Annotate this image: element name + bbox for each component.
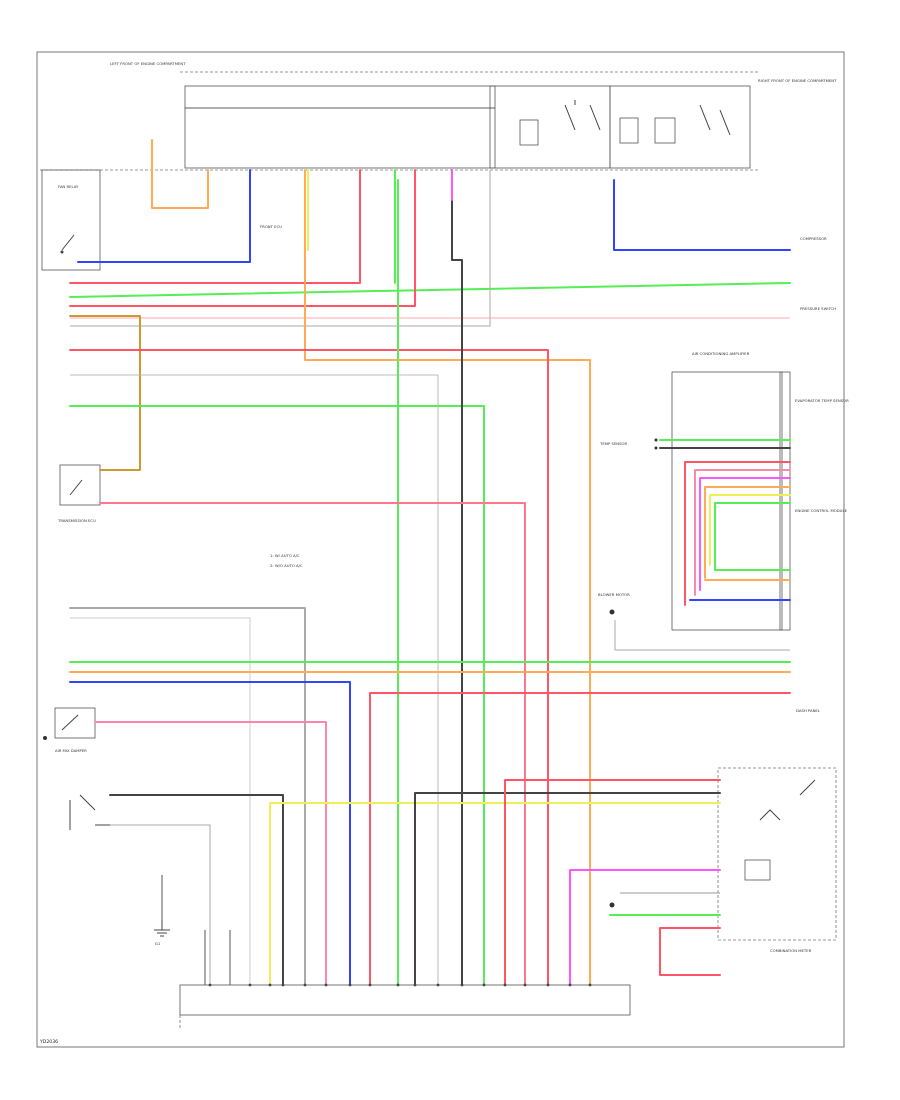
wire-right-gray [614, 620, 790, 651]
label-front-ecu: FRONT ECU [260, 224, 282, 229]
label-compressor: COMPRESSOR [800, 236, 827, 241]
right-connector-markers [43, 438, 658, 908]
wire-red-4 [99, 502, 526, 986]
wire-right-green2 [714, 502, 791, 571]
label-fan-relay: FAN RELAY [58, 184, 79, 189]
wire-orange-top [151, 139, 209, 209]
label-b-noauto: 2: W/O AUTO A/C [270, 563, 303, 568]
air-mix-switch [54, 707, 96, 739]
label-transmission: TRANSMISSION ECU [57, 518, 96, 523]
label-right-front: RIGHT FRONT OF ENGINE COMPARTMENT [758, 78, 837, 83]
label-dash-panel: DASH PANEL [796, 708, 821, 713]
wire-red-loop [659, 927, 721, 976]
wire-olive [69, 315, 141, 471]
right-module-ac-amp [671, 371, 791, 631]
connector-dots [208, 983, 592, 987]
wire-yellow-long [269, 802, 721, 986]
wire-dark-pressure [109, 794, 284, 986]
label-engine-ecm: ENGINE CONTROL MODULE [795, 508, 848, 513]
label-ground: G1 [155, 941, 161, 946]
wire-red-1 [69, 169, 361, 284]
label-evap-sensor: EVAPORATOR TEMP SENSOR [795, 398, 849, 403]
bottom-connector-block [179, 984, 631, 1030]
label-blower: BLOWER MOTOR [598, 592, 630, 597]
label-air-mix: AIR MIX DAMPER [55, 748, 87, 753]
wire-gray-2 [70, 374, 439, 985]
wire-blue-top [77, 169, 251, 263]
wire-mid-gray2 [70, 617, 251, 985]
wire-red-3 [69, 349, 549, 986]
label-ac-amp: AIR CONDITIONING AMPLIFIER [692, 351, 750, 356]
wire-right-yellow [709, 494, 791, 566]
label-combination-meter: COMBINATION METER [770, 948, 812, 953]
wire-mid-red [369, 692, 791, 986]
wire-mid-gray [69, 607, 306, 986]
wire-gray-pressure [110, 824, 211, 985]
wire-pink-airmix [94, 721, 327, 986]
wire-green-2 [69, 405, 485, 986]
wire-green-1 [69, 169, 791, 298]
bottom-connector-pins [161, 875, 231, 985]
wire-dark-vertical [451, 169, 463, 986]
wire-right-orange [704, 486, 791, 579]
wire-red-meter [504, 779, 721, 986]
label-left-front: LEFT FRONT OF ENGINE COMPARTMENT [110, 61, 186, 66]
wire-magenta-bottom [569, 869, 721, 986]
footer-code: YD2036 [39, 1039, 58, 1045]
wire-dark-meter [414, 792, 721, 986]
top-fuse-box [40, 71, 760, 171]
wire-right-magenta [699, 477, 791, 591]
ground-symbol [154, 920, 170, 937]
label-pressure-switch: PRESSURE SWITCH [800, 306, 836, 311]
wire-right-pink [694, 469, 791, 596]
combination-meter-box [717, 767, 837, 941]
wire-red-2 [69, 169, 416, 307]
label-a-auto: 1: W/ AUTO A/C [270, 553, 300, 558]
wire-mid-blue [69, 681, 351, 986]
pressure-switch-symbol [69, 794, 110, 830]
transmission-switch [59, 464, 101, 506]
label-temp-sensor: TEMP SENSOR [599, 441, 628, 446]
diagram-frame [36, 51, 845, 1048]
wire-right-red [684, 461, 791, 606]
wire-blue-right [613, 179, 791, 251]
left-switch-box [41, 169, 101, 271]
wire-gray-1 [70, 170, 491, 327]
